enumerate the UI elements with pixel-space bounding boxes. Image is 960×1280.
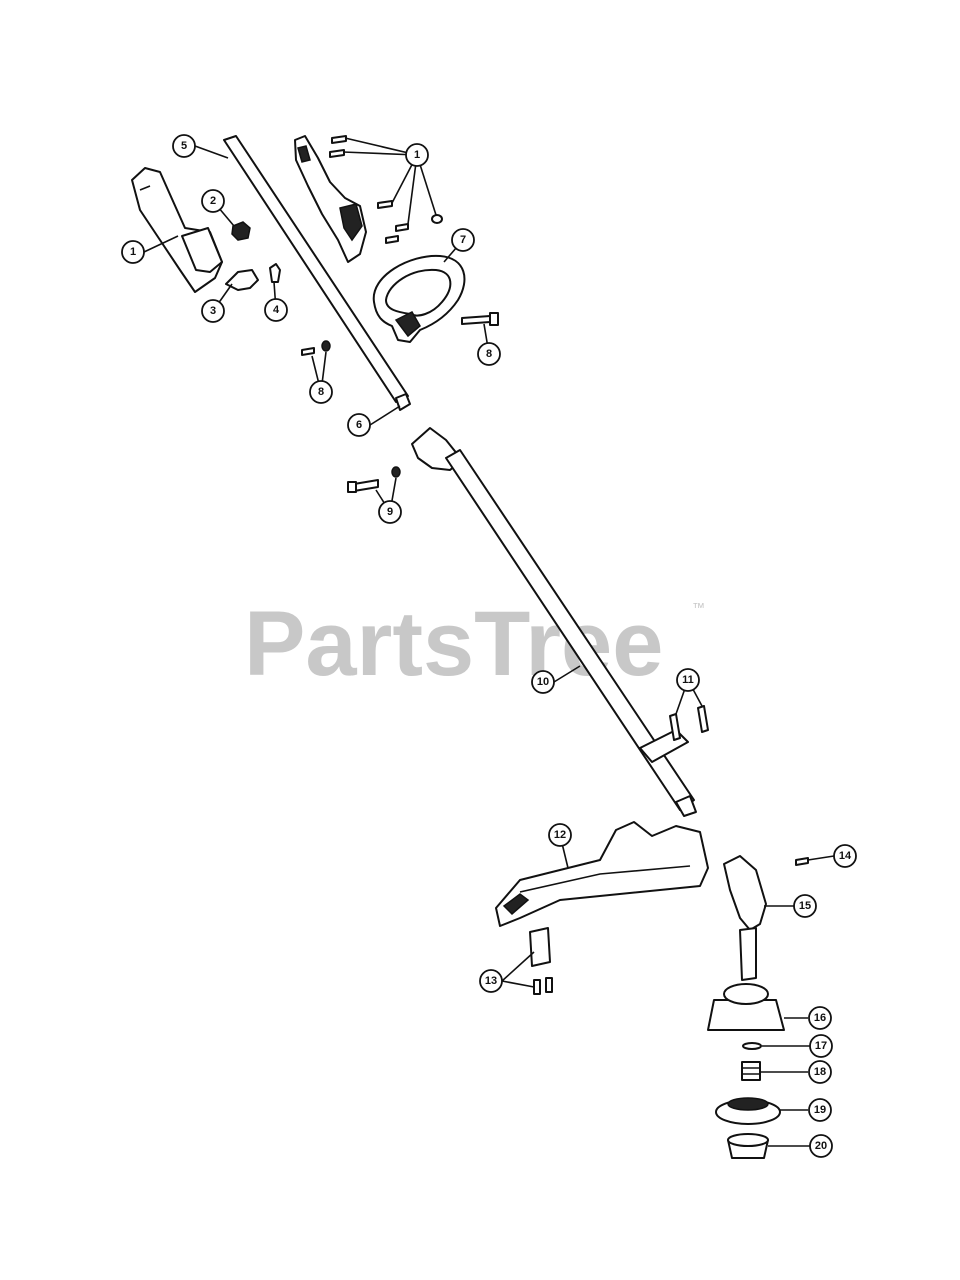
callout-6[interactable]: 6: [347, 413, 371, 437]
callout-label: 13: [485, 975, 497, 987]
part-19-spool[interactable]: [715, 1097, 781, 1125]
callout-label: 9: [387, 506, 393, 518]
callout-label: 1: [414, 149, 420, 161]
callout-9[interactable]: 9: [378, 500, 402, 524]
callout-label: 17: [815, 1040, 827, 1052]
callout-label: 8: [318, 386, 324, 398]
callout-label: 6: [356, 419, 362, 431]
part-11-screws[interactable]: [669, 705, 709, 741]
callout-label: 14: [839, 850, 852, 862]
callout-label: 7: [460, 234, 466, 246]
callout-8b[interactable]: 8: [309, 380, 333, 404]
part-14-screw[interactable]: [795, 857, 809, 866]
callout-14[interactable]: 14: [833, 844, 857, 868]
callout-4[interactable]: 4: [264, 298, 288, 322]
part-1-screws[interactable]: [329, 135, 443, 244]
part-3-trigger[interactable]: [225, 269, 259, 291]
part-7-assist-handle[interactable]: [372, 254, 466, 343]
callout-11[interactable]: 11: [676, 668, 700, 692]
callout-label: 11: [682, 674, 694, 686]
part-17-washer[interactable]: [742, 1042, 762, 1050]
callout-label: 20: [815, 1140, 827, 1152]
part-2-switch[interactable]: [231, 221, 251, 241]
part-13-line-cutter[interactable]: [529, 927, 553, 995]
part-1-handle-left[interactable]: [131, 167, 223, 293]
leader-lines: [143, 137, 835, 1147]
callout-label: 16: [814, 1012, 826, 1024]
callout-label: 18: [814, 1066, 826, 1078]
part-18-spring[interactable]: [741, 1061, 761, 1081]
callout-label: 8: [486, 348, 492, 360]
part-4-spring[interactable]: [269, 263, 281, 283]
part-15-gearbox[interactable]: [723, 855, 767, 981]
callout-label: 4: [273, 304, 280, 316]
part-12-guard[interactable]: [495, 821, 709, 927]
callout-label: 5: [181, 140, 187, 152]
watermark: PartsTree ™: [244, 593, 705, 695]
callout-19[interactable]: 19: [808, 1098, 832, 1122]
callout-5[interactable]: 5: [172, 134, 196, 158]
part-8-bolt-right[interactable]: [461, 312, 499, 326]
callout-3[interactable]: 3: [201, 299, 225, 323]
part-8-screws-left[interactable]: [301, 340, 331, 356]
callout-17[interactable]: 17: [809, 1034, 833, 1058]
callout-13[interactable]: 13: [479, 969, 503, 993]
callout-label: 15: [799, 900, 811, 912]
callout-1b[interactable]: 1: [405, 143, 429, 167]
callout-label: 1: [130, 246, 136, 258]
callout-10[interactable]: 10: [531, 670, 555, 694]
part-20-bump-knob[interactable]: [727, 1133, 769, 1159]
part-1-handle-right[interactable]: [294, 135, 367, 263]
callout-label: 10: [537, 676, 549, 688]
callout-label: 19: [814, 1104, 826, 1116]
part-16-spool-housing[interactable]: [707, 983, 785, 1031]
callout-16[interactable]: 16: [808, 1006, 832, 1030]
watermark-trademark: ™: [692, 600, 705, 615]
callout-label: 12: [554, 829, 566, 841]
callout-1a[interactable]: 1: [121, 240, 145, 264]
part-9-bolt[interactable]: [347, 466, 401, 493]
callout-8a[interactable]: 8: [477, 342, 501, 366]
part-10-lower-shaft[interactable]: [411, 427, 697, 817]
callout-20[interactable]: 20: [809, 1134, 833, 1158]
part-5-upper-shaft[interactable]: [223, 135, 411, 411]
callout-2[interactable]: 2: [201, 189, 225, 213]
callout-label: 2: [210, 195, 216, 207]
callout-12[interactable]: 12: [548, 823, 572, 847]
callout-label: 3: [210, 305, 216, 317]
callout-18[interactable]: 18: [808, 1060, 832, 1084]
callout-7[interactable]: 7: [451, 228, 475, 252]
callout-15[interactable]: 15: [793, 894, 817, 918]
